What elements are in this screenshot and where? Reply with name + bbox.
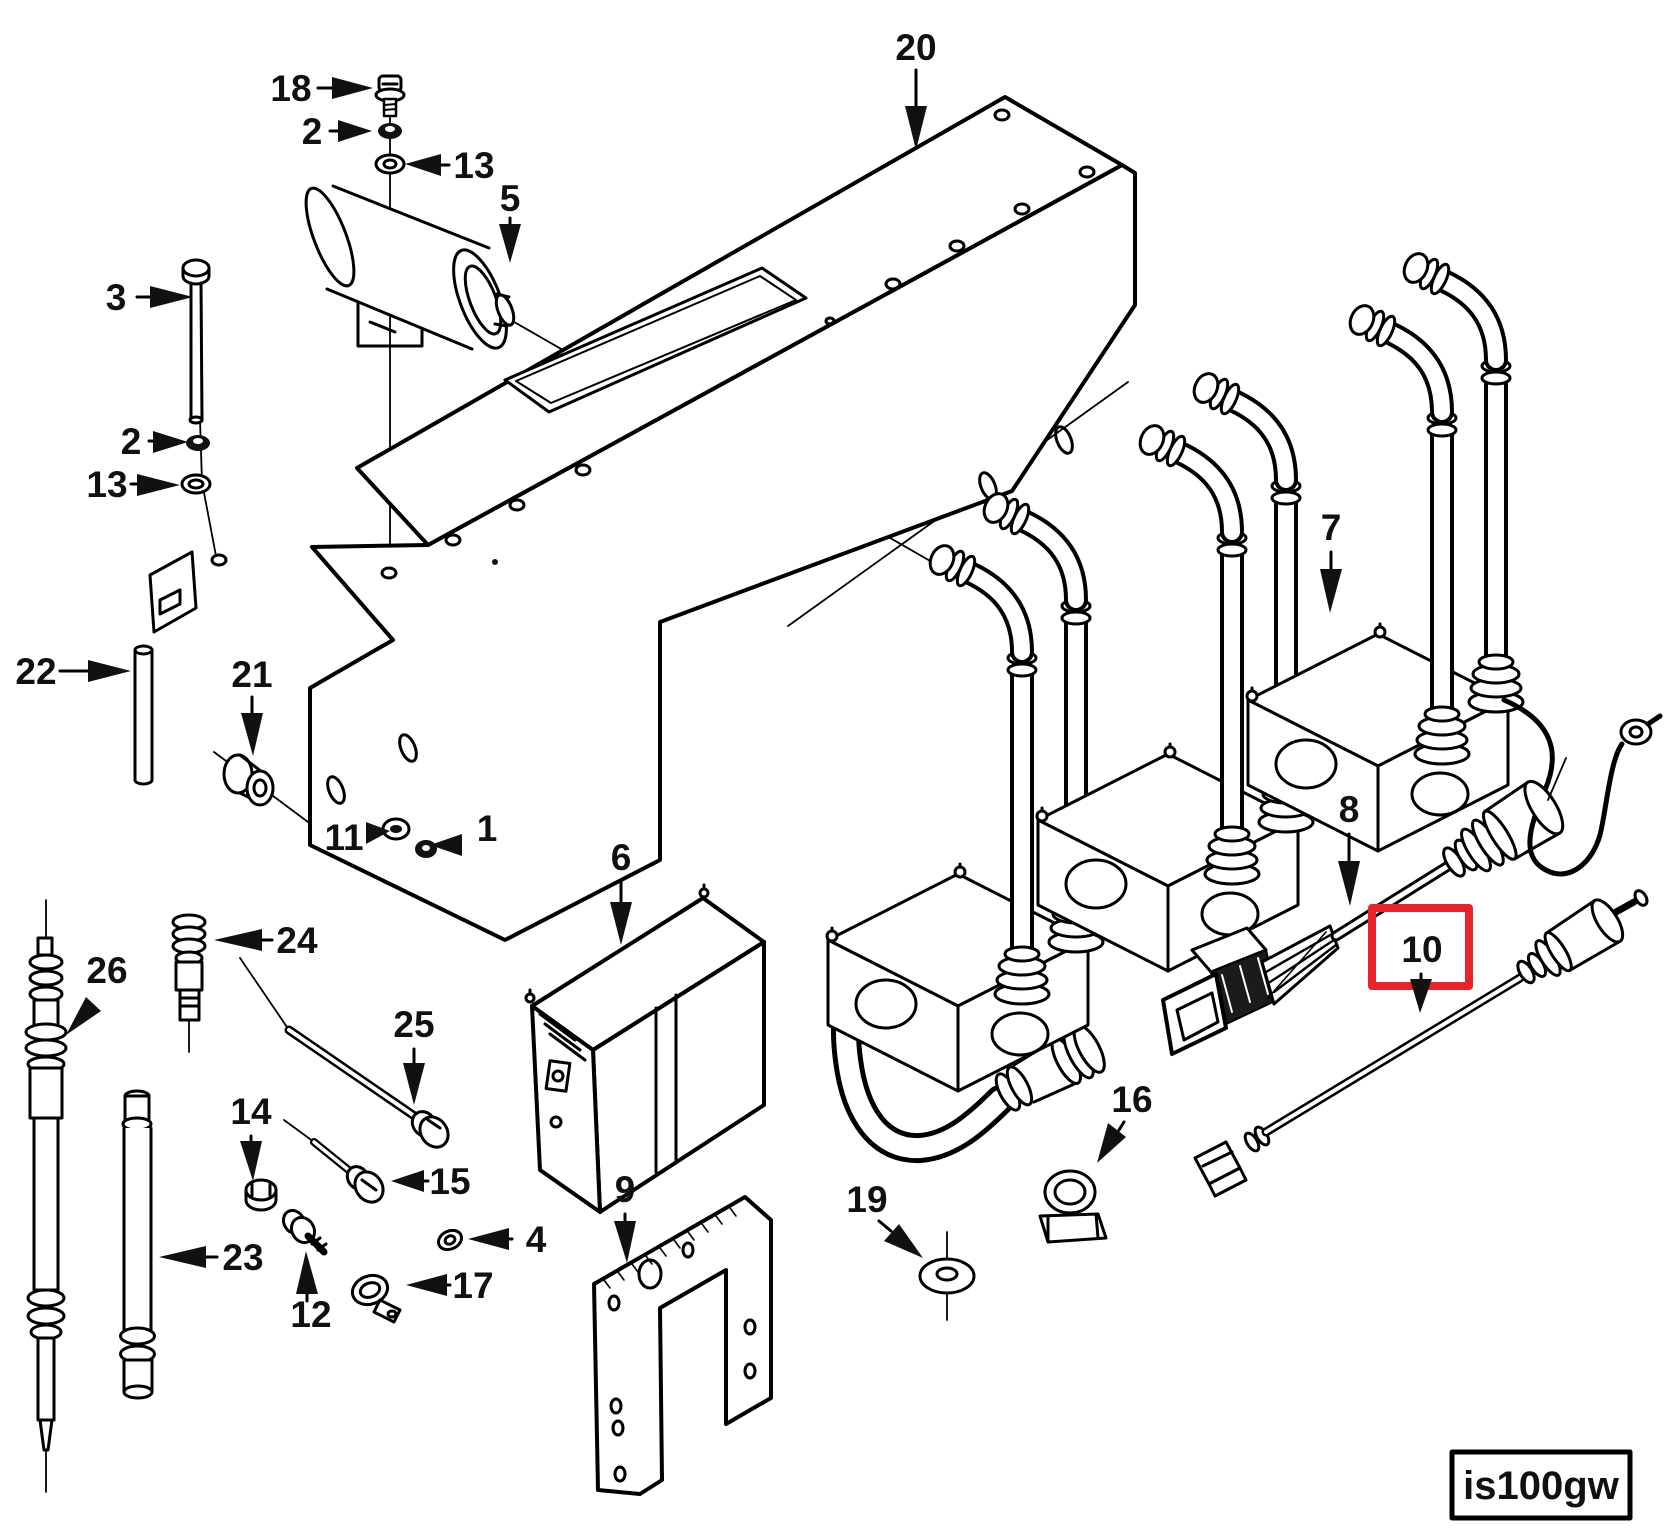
ignition-module-6 [524, 883, 766, 1214]
bolt-12 [281, 1208, 328, 1256]
svg-text:16: 16 [1111, 1079, 1152, 1120]
tube-22 [133, 644, 154, 786]
callout-10[interactable]: 10 [1401, 929, 1443, 1013]
bolt-3 [181, 258, 211, 425]
callout-1: 1 [430, 808, 497, 856]
washer-2-top [378, 123, 402, 139]
svg-text:24: 24 [276, 920, 318, 961]
callout-17: 17 [406, 1265, 494, 1306]
washer-11 [381, 817, 411, 841]
callout-16: 16 [1097, 1079, 1153, 1163]
extension-lead-10[interactable] [1193, 889, 1649, 1198]
bushing-21 [222, 753, 275, 807]
nut-14 [244, 1178, 278, 1212]
clamp-17 [350, 1273, 402, 1324]
svg-text:20: 20 [895, 27, 936, 68]
callout-6: 6 [610, 837, 632, 945]
callout-3: 3 [106, 277, 193, 318]
bolt-25 [239, 957, 450, 1149]
callout-10-label[interactable]: 10 [1401, 929, 1442, 970]
coil-ground-wire [1501, 697, 1663, 877]
svg-text:9: 9 [615, 1169, 636, 1210]
cover-panel-20 [148, 95, 1137, 942]
svg-text:13: 13 [86, 464, 127, 505]
svg-text:15: 15 [429, 1161, 470, 1202]
callout-5: 5 [499, 178, 521, 263]
svg-text:12: 12 [290, 1294, 331, 1335]
callout-11: 11 [324, 817, 390, 858]
spark-plug-24 [171, 913, 207, 1053]
svg-text:23: 23 [222, 1237, 263, 1278]
svg-text:19: 19 [846, 1179, 887, 1220]
svg-text:13: 13 [453, 145, 494, 186]
bolt-15 [283, 1119, 385, 1204]
svg-text:14: 14 [230, 1091, 272, 1132]
callout-12: 12 [290, 1251, 332, 1335]
capacitor-bracket [356, 300, 424, 348]
callout-13-top: 13 [405, 145, 495, 186]
callout-13-left: 13 [86, 464, 180, 505]
callout-4: 4 [468, 1219, 547, 1260]
callout-9: 9 [614, 1169, 636, 1263]
svg-text:4: 4 [526, 1219, 547, 1260]
callout-18: 18 [270, 68, 373, 109]
capacitor-5 [304, 184, 516, 351]
coil-assembly-7 [825, 250, 1663, 1164]
svg-text:17: 17 [452, 1265, 493, 1306]
screw-18 [374, 74, 406, 118]
svg-text:25: 25 [393, 1004, 434, 1045]
svg-text:7: 7 [1321, 507, 1342, 548]
figure-code: is100gw [1449, 1449, 1633, 1521]
spark-plug-26 [24, 899, 68, 1493]
mounting-bracket-9 [592, 1195, 773, 1496]
callout-22: 22 [15, 651, 131, 692]
callout-25: 25 [393, 1004, 435, 1105]
callout-21: 21 [231, 654, 273, 756]
washer-4 [436, 1228, 464, 1252]
svg-text:2: 2 [121, 421, 142, 462]
callout-20: 20 [895, 27, 937, 150]
svg-text:18: 18 [270, 68, 311, 109]
callout-8: 8 [1338, 789, 1360, 906]
callout-19: 19 [846, 1179, 923, 1258]
callout-24: 24 [214, 920, 318, 961]
washer-1 [415, 840, 437, 858]
svg-text:22: 22 [15, 651, 56, 692]
callout-2-top: 2 [302, 111, 372, 152]
svg-text:2: 2 [302, 111, 323, 152]
svg-text:21: 21 [231, 654, 272, 695]
tube-23 [119, 1089, 156, 1400]
svg-text:6: 6 [611, 837, 632, 878]
figure-code-label: is100gw [1463, 1464, 1620, 1508]
svg-text:11: 11 [324, 817, 363, 858]
harness-8 [1161, 757, 1567, 1056]
washer-2-left [186, 435, 210, 451]
clamp-16 [1038, 1169, 1108, 1244]
callout-15: 15 [391, 1161, 471, 1202]
callout-23: 23 [159, 1237, 264, 1278]
callout-26: 26 [66, 950, 128, 1035]
callout-7: 7 [1320, 507, 1342, 613]
svg-text:8: 8 [1339, 789, 1360, 830]
svg-text:5: 5 [500, 178, 521, 219]
washer-13-top [374, 153, 406, 175]
callout-14: 14 [230, 1091, 272, 1181]
callout-2-left: 2 [121, 421, 188, 462]
washer-19 [918, 1257, 976, 1295]
svg-text:3: 3 [106, 277, 127, 318]
svg-text:1: 1 [477, 808, 498, 849]
washer-13-left [180, 473, 212, 495]
svg-text:26: 26 [86, 950, 127, 991]
